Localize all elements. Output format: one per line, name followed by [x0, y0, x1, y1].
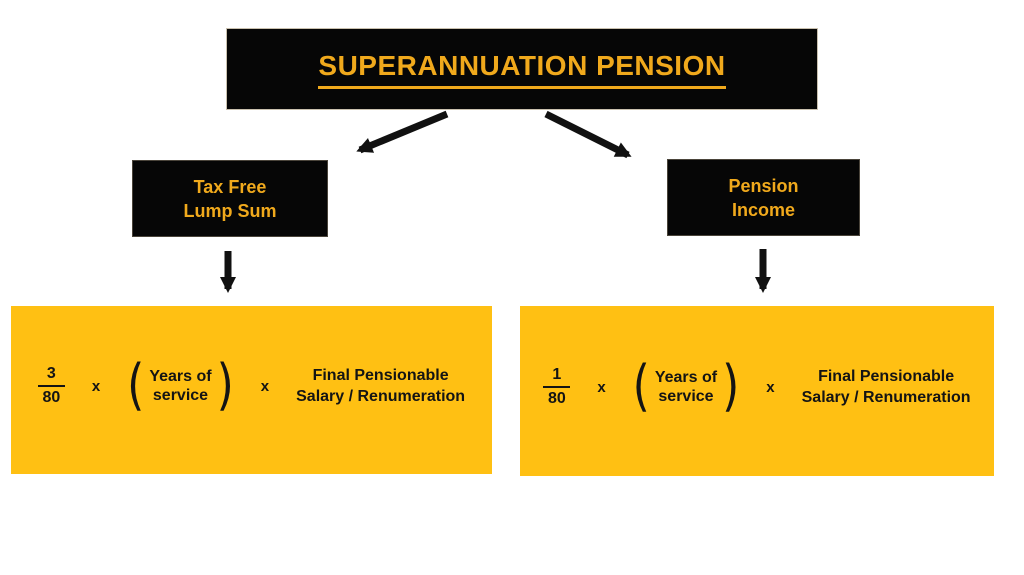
open-bracket: (	[632, 354, 650, 419]
multiply-sign: x	[260, 377, 270, 395]
branch-box-tax-free-lump-sum: Tax Free Lump Sum	[132, 160, 328, 237]
final-salary-line: Salary / Renumeration	[801, 389, 971, 406]
final-salary-line: Salary / Renumeration	[296, 388, 466, 405]
branch-label-line: Tax Free	[193, 176, 267, 197]
open-bracket: (	[127, 353, 145, 418]
close-bracket: )	[216, 353, 234, 418]
bracket-text: Years of service	[149, 367, 211, 405]
final-salary-text: Final Pensionable Salary / Renumeration	[296, 365, 465, 407]
fraction-numerator: 1	[543, 365, 571, 388]
bracket-text: Years of service	[655, 368, 717, 406]
bracket-text-line: service	[658, 388, 714, 405]
formula: 1 80 x ( Years of service ) x Final Pens…	[543, 359, 971, 414]
arrow-title-to-lump-sum	[356, 110, 449, 154]
bracket-text-line: Years of	[654, 369, 718, 386]
formula-box-pension-income: 1 80 x ( Years of service ) x Final Pens…	[520, 306, 994, 476]
fraction-denominator: 80	[42, 389, 61, 406]
final-salary-line: Final Pensionable	[818, 368, 955, 385]
multiply-sign: x	[766, 378, 775, 396]
bracket-text-line: Years of	[149, 368, 212, 385]
close-bracket: )	[722, 354, 740, 419]
title-box: SUPERANNUATION PENSION	[226, 28, 818, 110]
bracket-group: ( Years of service )	[633, 359, 740, 414]
final-salary-line: Final Pensionable	[312, 367, 449, 384]
branch-box-pension-income: Pension Income	[667, 159, 860, 236]
multiply-sign: x	[597, 378, 606, 396]
multiply-sign: x	[91, 377, 101, 395]
fraction: 1 80	[543, 365, 571, 409]
branch-label-line: Income	[731, 199, 796, 220]
final-salary-text: Final Pensionable Salary / Renumeration	[802, 366, 971, 408]
formula-box-tax-free-lump-sum: 3 80 x ( Years of service ) x Final Pens…	[11, 306, 492, 474]
fraction-denominator: 80	[547, 390, 566, 407]
diagram-title: SUPERANNUATION PENSION	[318, 50, 726, 89]
bracket-group: ( Years of service )	[127, 358, 234, 413]
bracket-text-line: service	[152, 387, 209, 404]
fraction: 3 80	[37, 364, 65, 408]
fraction-numerator: 3	[37, 364, 65, 387]
branch-label-line: Pension	[728, 175, 799, 196]
branch-label-line: Lump Sum	[183, 200, 277, 221]
formula: 3 80 x ( Years of service ) x Final Pens…	[37, 358, 465, 413]
arrow-title-to-pension-income	[544, 110, 632, 159]
